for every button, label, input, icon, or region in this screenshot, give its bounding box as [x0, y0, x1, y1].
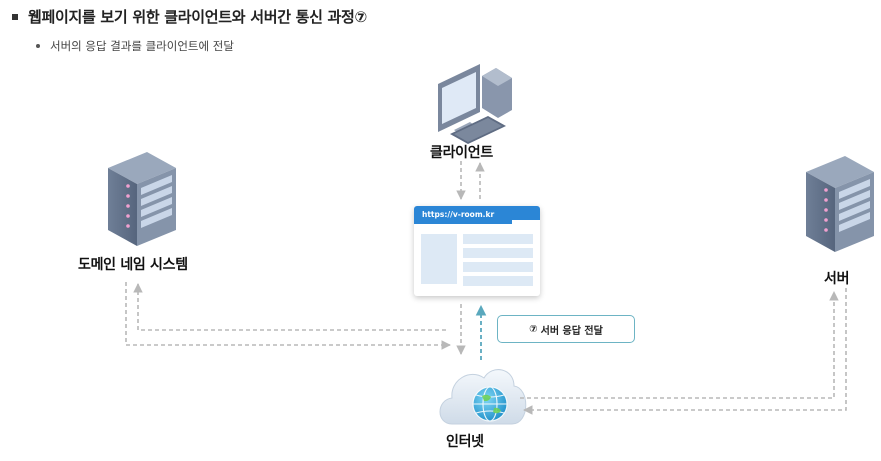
internet-label: 인터넷 — [446, 434, 484, 450]
dns-to-internet-arrow — [125, 282, 451, 350]
dns-server-icon — [108, 152, 176, 246]
step-mark: ⑦ — [529, 323, 538, 335]
browser-window: https://v-room.kr — [414, 206, 540, 296]
client-label: 클라이언트 — [430, 145, 493, 161]
browser-address-bar: https://v-room.kr — [414, 206, 540, 224]
content-row — [463, 276, 533, 286]
internet-to-server-arrow — [520, 291, 839, 399]
internet-to-dns-arrow — [133, 283, 446, 331]
sub-point-text: 서버의 응답 결과를 클라이언트에 전달 — [50, 39, 234, 53]
server-to-internet-arrow — [523, 288, 847, 415]
content-row — [463, 262, 533, 272]
page-heading: 웹페이지를 보기 위한 클라이언트와 서버간 통신 과정⑦ — [12, 6, 367, 27]
server-response-tag: ⑦ 서버 응답 전달 — [497, 315, 635, 343]
client-computer-icon — [438, 64, 512, 144]
server-response-label: 서버 응답 전달 — [540, 325, 603, 337]
dot-bullet-icon — [36, 44, 40, 48]
sub-point: 서버의 응답 결과를 클라이언트에 전달 — [36, 38, 234, 54]
dns-label: 도메인 네임 시스템 — [78, 257, 188, 273]
square-bullet-icon — [12, 13, 18, 20]
content-row — [463, 248, 533, 258]
server-label: 서버 — [824, 271, 850, 287]
content-block — [421, 234, 457, 284]
page-title: 웹페이지를 보기 위한 클라이언트와 서버간 통신 과정⑦ — [28, 8, 367, 26]
globe-icon — [472, 386, 508, 422]
content-row — [463, 234, 533, 244]
web-server-icon — [806, 156, 874, 252]
